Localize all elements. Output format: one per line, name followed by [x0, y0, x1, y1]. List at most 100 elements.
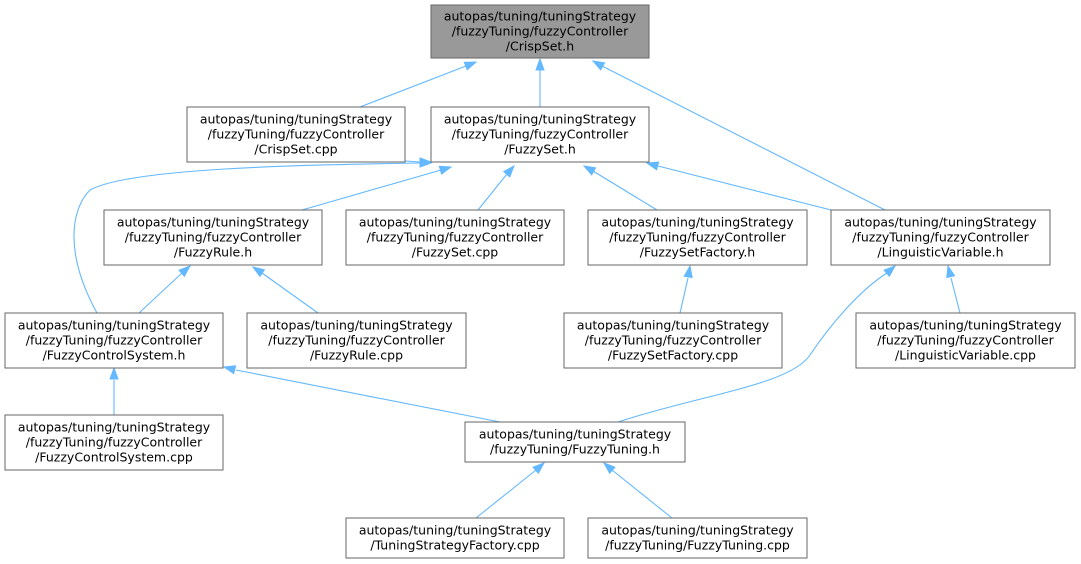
edge-line [235, 369, 501, 423]
arrowhead-icon [883, 265, 897, 278]
edge-fuzzyset_h-to-crispset_h [535, 57, 545, 107]
edge-fuzzytuning_h-to-fuzzycontrolsystem_h [222, 365, 501, 423]
node-label-line: /LinguisticVariable.cpp [895, 348, 1036, 363]
edge-fuzzycontrolsystem_h-to-fuzzyset_h [73, 158, 433, 314]
node-box [563, 312, 783, 369]
node-label-line: autopas/tuning/tuningStrategy [444, 9, 637, 24]
node-fuzzytuning-cpp[interactable]: autopas/tuning/tuningStrategy/fuzzyTunin… [587, 517, 808, 559]
node-label-line: autopas/tuning/tuningStrategy [359, 215, 552, 230]
edge-tuningstrategyfactory_cpp-to-fuzzytuning_h [475, 462, 546, 519]
node-box [587, 517, 808, 559]
node-label-line: /fuzzyTuning/fuzzyController [609, 230, 786, 245]
node-label-line: /fuzzyTuning/FuzzyTuning.cpp [605, 538, 790, 553]
node-box [4, 312, 224, 369]
node-label-line: /fuzzyTuning/fuzzyController [268, 333, 445, 348]
node-fuzzysetfactory-cpp[interactable]: autopas/tuning/tuningStrategy/fuzzyTunin… [563, 312, 783, 369]
node-label-line: autopas/tuning/tuningStrategy [601, 215, 794, 230]
node-label-line: /fuzzyTuning/fuzzyController [125, 230, 302, 245]
node-label-line: autopas/tuning/tuningStrategy [359, 523, 552, 538]
edge-fuzzysetfactory_cpp-to-fuzzysetfactory_h [679, 264, 693, 314]
arrowhead-icon [438, 165, 453, 175]
node-label-line: /FuzzyRule.cpp [310, 348, 403, 363]
edge-line [657, 165, 836, 212]
arrowhead-icon [222, 365, 237, 375]
edge-line [950, 277, 961, 314]
node-label-line: autopas/tuning/tuningStrategy [18, 318, 211, 333]
node-label-line: /FuzzySetFactory.cpp [608, 348, 738, 363]
node-fuzzyrule-h[interactable]: autopas/tuning/tuningStrategy/fuzzyTunin… [103, 209, 323, 266]
edge-linguisticvariable_h-to-crispset_h [591, 60, 886, 211]
arrowhead-icon [591, 60, 606, 71]
edge-line [261, 272, 319, 314]
node-box [186, 106, 406, 163]
node-label-line: /fuzzyTuning/fuzzyController [877, 333, 1054, 348]
node-label-line: /fuzzyTuning/fuzzyController [208, 127, 385, 142]
node-fuzzycontrolsystem-h[interactable]: autopas/tuning/tuningStrategy/fuzzyTunin… [4, 312, 224, 369]
node-fuzzyset-cpp[interactable]: autopas/tuning/tuningStrategy/fuzzyTunin… [345, 209, 565, 266]
edge-line [477, 173, 508, 211]
node-label-line: /LinguisticVariable.h [877, 245, 1003, 260]
edge-line [404, 160, 421, 163]
arrowhead-icon [463, 61, 478, 71]
arrowhead-icon [535, 57, 545, 71]
node-label-line: autopas/tuning/tuningStrategy [869, 318, 1062, 333]
node-tuningstrategyfactory-cpp[interactable]: autopas/tuning/tuningStrategy/TuningStra… [345, 517, 565, 559]
node-label-line: autopas/tuning/tuningStrategy [601, 523, 794, 538]
node-label-line: autopas/tuning/tuningStrategy [479, 427, 672, 442]
edge-line [617, 272, 888, 423]
node-linguisticvariable-cpp[interactable]: autopas/tuning/tuningStrategy/fuzzyTunin… [855, 312, 1076, 369]
edge-fuzzycontrolsystem_h-to-fuzzyrule_h [138, 265, 192, 314]
node-label-line: /FuzzySet.h [504, 142, 576, 157]
arrowhead-icon [419, 158, 433, 168]
node-label-line: /FuzzyControlSystem.h [43, 348, 186, 363]
node-box [464, 421, 686, 463]
arrowhead-icon [109, 366, 119, 380]
node-fuzzyrule-cpp[interactable]: autopas/tuning/tuningStrategy/fuzzyTunin… [246, 312, 467, 369]
edge-fuzzyrule_h-to-fuzzyset_h [301, 165, 453, 211]
edge-fuzzytuning_h-to-linguisticvariable_h [617, 265, 897, 423]
edge-line [359, 65, 467, 108]
node-box [830, 209, 1051, 266]
edge-line [475, 469, 537, 519]
node-box [855, 312, 1076, 369]
edge-linguisticvariable_cpp-to-linguisticvariable_h [946, 264, 961, 314]
node-fuzzycontrolsystem-cpp[interactable]: autopas/tuning/tuningStrategy/fuzzyTunin… [4, 414, 224, 471]
node-fuzzytuning-h[interactable]: autopas/tuning/tuningStrategy/fuzzyTunin… [464, 421, 686, 463]
node-box [246, 312, 467, 369]
node-label-line: /fuzzyTuning/fuzzyController [452, 24, 629, 39]
arrowhead-icon [602, 462, 616, 475]
node-label-line: /CrispSet.cpp [254, 142, 337, 157]
node-label-line: /fuzzyTuning/fuzzyController [852, 230, 1029, 245]
edge-line [601, 65, 886, 211]
node-label-line: /fuzzyTuning/fuzzyController [26, 333, 203, 348]
node-box [4, 414, 224, 471]
node-box [430, 4, 650, 59]
node-crispset-cpp[interactable]: autopas/tuning/tuningStrategy/fuzzyTunin… [186, 106, 406, 163]
node-label-line: /fuzzyTuning/fuzzyController [367, 230, 544, 245]
node-label-line: /FuzzySetFactory.h [640, 245, 755, 260]
edge-line [679, 277, 689, 314]
node-label-line: autopas/tuning/tuningStrategy [18, 420, 211, 435]
node-linguisticvariable-h[interactable]: autopas/tuning/tuningStrategy/fuzzyTunin… [830, 209, 1051, 266]
node-fuzzysetfactory-h[interactable]: autopas/tuning/tuningStrategy/fuzzyTunin… [587, 209, 808, 266]
node-label-line: autopas/tuning/tuningStrategy [444, 112, 637, 127]
edge-line [592, 170, 658, 211]
node-label-line: /TuningStrategyFactory.cpp [370, 538, 539, 553]
arrowhead-icon [532, 462, 546, 475]
node-box [345, 209, 565, 266]
edge-fuzzyset_cpp-to-fuzzyset_h [477, 164, 515, 211]
edge-line [611, 469, 673, 519]
arrowhead-icon [645, 161, 660, 171]
node-label-line: /FuzzyControlSystem.cpp [35, 450, 193, 465]
node-label-line: /fuzzyTuning/fuzzyController [452, 127, 629, 142]
node-label-line: /fuzzyTuning/FuzzyTuning.h [490, 442, 660, 457]
edge-fuzzytuning_cpp-to-fuzzytuning_h [602, 462, 673, 519]
node-label-line: autopas/tuning/tuningStrategy [260, 318, 453, 333]
arrowhead-icon [582, 165, 597, 176]
node-box [103, 209, 323, 266]
arrowhead-icon [251, 266, 266, 278]
edge-linguisticvariable_h-to-fuzzyset_h [645, 161, 836, 212]
node-fuzzyset-h[interactable]: autopas/tuning/tuningStrategy/fuzzyTunin… [430, 106, 650, 163]
node-label-line: /fuzzyTuning/fuzzyController [26, 435, 203, 450]
